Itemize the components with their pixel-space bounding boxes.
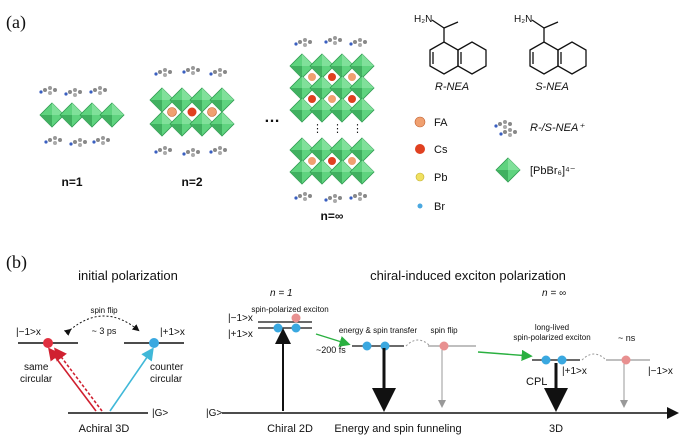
blue-exciton-dot-funnel-a xyxy=(362,341,372,351)
legend-pbbr6: [PbBr₆]⁴⁻ xyxy=(530,165,576,177)
pb-legend-icon xyxy=(415,172,425,182)
cpl-label: CPL xyxy=(526,376,547,388)
same-circular-dashed-arrow xyxy=(54,347,103,412)
state-p1-3d: |+1>x xyxy=(562,366,587,377)
blue-exciton-dot-2d-a xyxy=(273,323,283,333)
structure-n2 xyxy=(149,66,235,157)
spin-flip-left-arrow xyxy=(63,315,140,336)
legend-cs: Cs xyxy=(434,144,448,156)
svg-text:⋮: ⋮ xyxy=(312,123,323,135)
cs-legend-icon xyxy=(415,144,425,154)
state-p1-chiral: |+1>x xyxy=(228,329,253,340)
pbbr6-legend-icon xyxy=(495,157,521,183)
legend-pb: Pb xyxy=(434,172,447,184)
chiral-2d-label: Chiral 2D xyxy=(267,423,313,435)
label-3d: 3D xyxy=(549,423,563,435)
spin-flip-3d-arrow xyxy=(581,353,607,361)
s-nea-molecule xyxy=(529,19,587,75)
blue-exciton-dot-3d-b xyxy=(557,355,567,365)
blue-exciton-dot xyxy=(149,338,159,348)
same-circular-line1: same xyxy=(24,362,49,373)
panel-b-label: (b) xyxy=(6,252,27,273)
state-m1-chiral: |−1>x xyxy=(228,313,253,324)
same-circular-line2: circular xyxy=(20,374,53,385)
counter-circular-line1: counter xyxy=(150,362,184,373)
fa-legend-icon xyxy=(414,116,426,128)
nea-legend-icon xyxy=(494,120,512,129)
svg-text:⋮: ⋮ xyxy=(352,123,363,135)
funneling-label: Energy and spin funneling xyxy=(334,423,461,435)
time-3ps: ~ 3 ps xyxy=(92,326,117,336)
r-nea-molecule xyxy=(429,19,487,75)
spin-polarized-exciton-label: spin-polarized exciton xyxy=(251,305,328,314)
state-m1-3d: |−1>x xyxy=(648,366,673,377)
ellipsis: … xyxy=(264,109,280,126)
label-n1-b: n = 1 xyxy=(270,288,293,299)
legend-br: Br xyxy=(434,201,445,213)
counter-circular-line2: circular xyxy=(150,374,183,385)
spin-flip-right-arrow xyxy=(405,339,431,347)
achiral-3d-label: Achiral 3D xyxy=(79,423,130,435)
state-p1-left: |+1>x xyxy=(160,327,185,338)
pink-exciton-dot-2d xyxy=(291,313,301,323)
long-lived-line1: long-lived xyxy=(535,323,569,332)
pink-exciton-dot-3d xyxy=(621,355,631,365)
label-n2: n=2 xyxy=(181,175,202,189)
red-exciton-dot xyxy=(43,338,53,348)
energy-transfer-arrow xyxy=(315,333,351,347)
legend-nea: R-/S-NEA⁺ xyxy=(530,122,585,134)
label-n1: n=1 xyxy=(61,175,82,189)
counter-circular-arrow xyxy=(109,347,154,412)
structure-n1 xyxy=(39,86,125,147)
r-nea-amine: H₂N xyxy=(414,14,432,25)
time-200fs: ~200 fs xyxy=(316,345,346,355)
blue-exciton-dot-3d-a xyxy=(541,355,551,365)
time-ns: ~ ns xyxy=(618,333,636,343)
long-lived-line2: spin-polarized exciton xyxy=(513,333,590,342)
transfer-arrow-3d xyxy=(477,349,533,361)
structure-ninf: ⋮ ⋮ ⋮ xyxy=(289,36,375,203)
state-m1-left: |−1>x xyxy=(16,327,41,338)
label-ninf: n=∞ xyxy=(321,209,344,223)
left-title: initial polarization xyxy=(78,268,178,283)
state-g-left: |G> xyxy=(152,408,168,419)
same-circular-arrow xyxy=(48,347,97,412)
br-legend-icon xyxy=(417,203,423,209)
legend-fa: FA xyxy=(434,117,448,129)
spin-flip-left: spin flip xyxy=(90,306,118,315)
svg-text:⋮: ⋮ xyxy=(332,123,343,135)
panel-a-label: (a) xyxy=(6,12,26,33)
label-ninf-b: n = ∞ xyxy=(542,288,566,299)
spin-flip-right: spin flip xyxy=(430,326,458,335)
s-nea-label: S-NEA xyxy=(535,81,569,93)
right-title: chiral-induced exciton polarization xyxy=(370,268,566,283)
state-g-axis: |G> xyxy=(206,408,222,419)
pink-exciton-dot-funnel xyxy=(439,341,449,351)
energy-spin-transfer-label: energy & spin transfer xyxy=(339,326,418,335)
blue-exciton-dot-2d-b xyxy=(291,323,301,333)
s-nea-amine: H₂N xyxy=(514,14,532,25)
r-nea-label: R-NEA xyxy=(435,81,469,93)
